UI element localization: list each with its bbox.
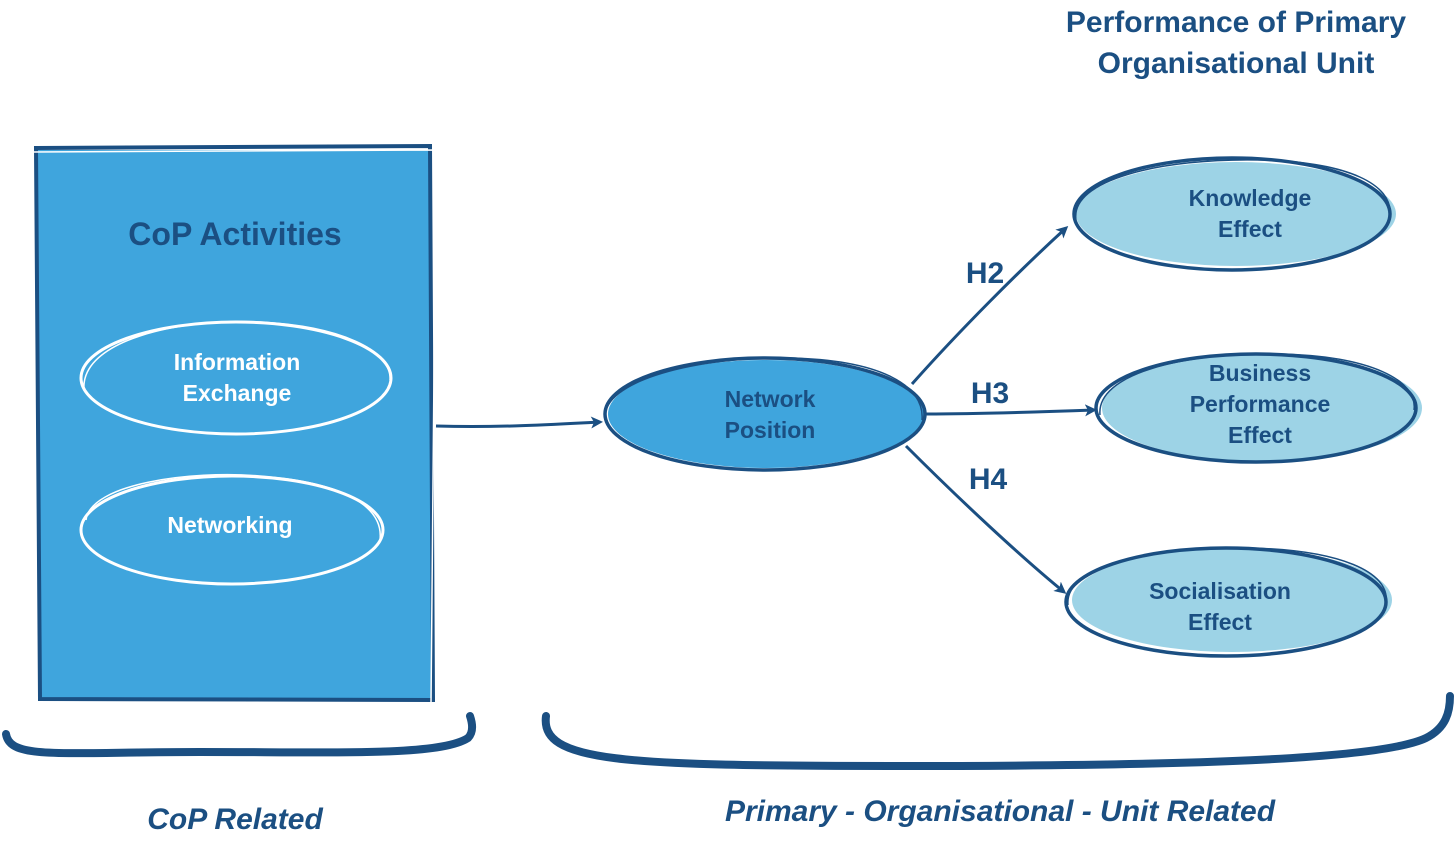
knowledge-effect-ellipse bbox=[1072, 156, 1396, 272]
hypothesis-h3-label: H3 bbox=[970, 377, 1010, 410]
arrow-cop-to-network bbox=[435, 416, 603, 429]
bracket-unit-related bbox=[541, 692, 1454, 771]
network-position-ellipse bbox=[603, 356, 927, 472]
networking-label: Networking bbox=[167, 512, 293, 538]
diagram-title: Performance of Primary Organisational Un… bbox=[1065, 6, 1407, 80]
information-exchange-ellipse bbox=[79, 320, 393, 436]
information-exchange-label: Information Exchange bbox=[173, 349, 301, 406]
business-performance-effect-ellipse bbox=[1094, 352, 1422, 464]
hypothesis-h4-label: H4 bbox=[968, 463, 1008, 496]
cop-related-label: CoP Related bbox=[147, 803, 323, 836]
network-position-label: Network Position bbox=[724, 386, 816, 443]
arrow-h2 bbox=[910, 225, 1069, 385]
socialisation-effect-ellipse bbox=[1064, 546, 1392, 658]
unit-related-label: Primary - Organisational - Unit Related bbox=[724, 795, 1276, 828]
networking-ellipse bbox=[79, 473, 385, 586]
socialisation-effect-label: Socialisation Effect bbox=[1149, 578, 1291, 635]
arrow-h4 bbox=[904, 444, 1067, 594]
cop-activities-box bbox=[31, 143, 437, 705]
arrow-h3 bbox=[925, 404, 1097, 417]
cop-activities-title: CoP Activities bbox=[128, 216, 342, 252]
bracket-cop-related bbox=[2, 712, 476, 758]
business-performance-effect-label: Business Performance Effect bbox=[1189, 360, 1331, 448]
hypothesis-h2-label: H2 bbox=[965, 257, 1005, 290]
knowledge-effect-label: Knowledge Effect bbox=[1188, 185, 1312, 242]
